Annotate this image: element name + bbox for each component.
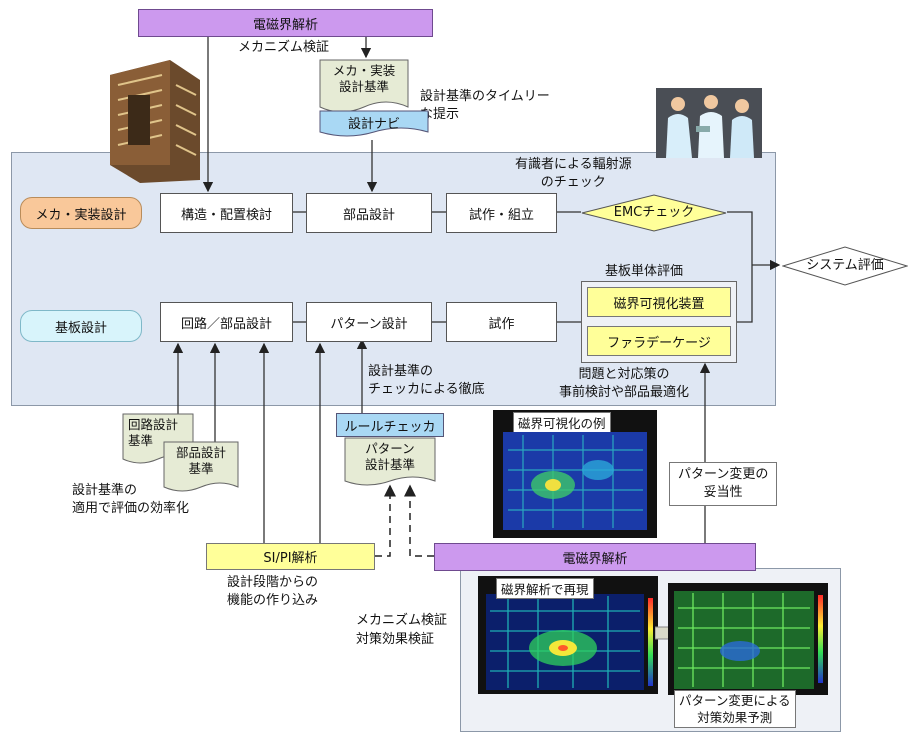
prototype-box: 試作 [446, 302, 557, 342]
predict-heatmap [668, 583, 828, 695]
system-eval-diamond: システム評価 [782, 246, 908, 286]
parts-std-doc: 部品設計 基準 [163, 441, 239, 499]
pattern-design-box: パターン設計 [306, 302, 432, 342]
board-design-label: 基板設計 [20, 310, 142, 342]
vis-example-label: 磁界可視化の例 [513, 412, 611, 433]
mecha-design-label: メカ・実装設計 [20, 197, 142, 229]
predict-label: パターン変更による 対策効果予測 [674, 690, 796, 728]
emc-check-text: EMCチェック [613, 205, 695, 220]
mech-verify-label: メカニズム検証 対策効果検証 [356, 613, 448, 647]
experts-image [656, 88, 762, 158]
pattern-validity-label: パターン変更の 妥当性 [669, 462, 778, 506]
field-vis-example-image: 磁界可視化の例 [493, 410, 657, 538]
emc-check-diamond: EMCチェック [581, 194, 727, 232]
checker-thorough-label: 設計基準の チェッカによる徹底 [368, 364, 485, 397]
reproduce-label: 磁界解析で再現 [496, 578, 594, 599]
problem-label: 問題と対応策の 事前検討や部品最適化 [559, 367, 690, 400]
prototype-assembly-box: 試作・組立 [446, 193, 557, 233]
parts-std-text: 部品設計 基準 [175, 445, 226, 476]
mecha-standard-doc: メカ・実装 設計基準 [319, 59, 409, 119]
timely-label: 設計基準のタイムリー な提示 [420, 89, 550, 122]
circuit-parts-box: 回路／部品設計 [160, 302, 293, 342]
reproduce-heatmap: 磁界解析で再現 [478, 576, 658, 694]
cabinet-image [110, 60, 200, 183]
faraday-cage-box: ファラデーケージ [587, 326, 731, 356]
pattern-std-doc: パターン 設計基準 [344, 437, 436, 493]
structure-layout-box: 構造・配置検討 [160, 193, 293, 233]
pattern-std-text: パターン 設計基準 [364, 441, 415, 472]
parts-design-box: 部品設計 [306, 193, 432, 233]
circuit-std-text: 回路設計 基準 [128, 417, 179, 448]
rule-checker-box: ルールチェッカ [336, 413, 444, 437]
apply-std-label: 設計基準の 適用で評価の効率化 [72, 483, 190, 516]
em-analysis-bottom: 電磁界解析 [434, 543, 756, 571]
mechanism-label: メカニズム検証 [238, 40, 330, 55]
em-analysis-top: 電磁界解析 [138, 9, 433, 37]
expert-check-label: 有識者による輻射源 のチェック [515, 157, 632, 190]
built-in-label: 設計段階からの 機能の作り込み [227, 575, 319, 608]
design-navi: 設計ナビ [319, 110, 429, 140]
field-visualizer-box: 磁界可視化装置 [587, 287, 731, 317]
board-eval-label: 基板単体評価 [605, 264, 684, 279]
sipi-analysis-box: SI/PI解析 [206, 543, 375, 570]
system-eval-text: システム評価 [806, 258, 884, 273]
design-navi-text: 設計ナビ [347, 117, 400, 132]
mecha-standard-text: メカ・実装 設計基準 [332, 63, 396, 94]
